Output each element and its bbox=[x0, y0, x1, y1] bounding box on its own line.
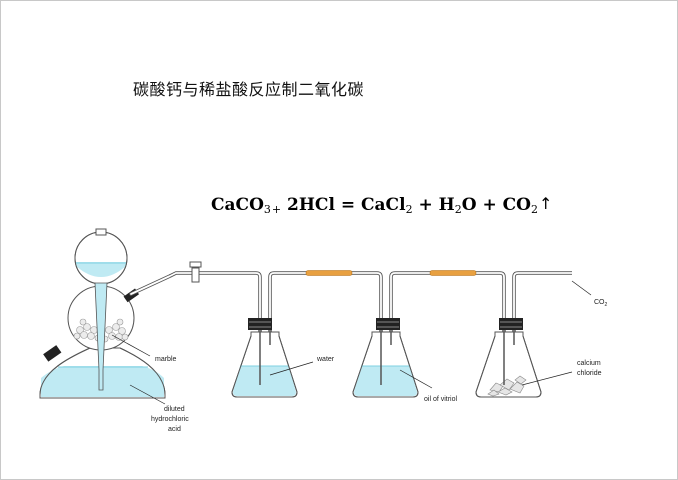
flask-vitriol bbox=[352, 318, 419, 398]
label-acid-line1: diluted bbox=[164, 406, 185, 413]
label-vitriol: oil of vitriol bbox=[424, 396, 458, 403]
kipp-apparatus bbox=[39, 228, 172, 399]
leader-lines bbox=[111, 280, 592, 405]
label-co2-sub: 2 bbox=[605, 302, 608, 308]
label-co2: CO2 bbox=[594, 299, 608, 308]
label-cacl-line2: chloride bbox=[577, 370, 602, 377]
rubber-tube-2 bbox=[429, 270, 477, 276]
label-co2-base: CO bbox=[594, 299, 605, 306]
label-water: water bbox=[316, 356, 335, 363]
eq-plus2: + bbox=[418, 195, 433, 215]
label-acid-line3: acid bbox=[168, 426, 181, 433]
eq-product2-tail: O bbox=[461, 195, 477, 215]
reaction-equation: CaCO3+ 2HCl = CaCl2 + H2O + CO2↑ bbox=[211, 194, 552, 216]
stopcock bbox=[189, 261, 202, 283]
drain-stopper bbox=[43, 345, 62, 362]
eq-product2-sub: 2 bbox=[454, 203, 462, 216]
gas-arrow-icon: ↑ bbox=[538, 194, 553, 213]
eq-reactant1: CaCO bbox=[211, 195, 264, 215]
eq-reactant1-sub: 3 bbox=[263, 203, 271, 216]
eq-product2: H bbox=[438, 195, 455, 215]
flask-calcium-chloride bbox=[475, 318, 542, 398]
eq-plus3: + bbox=[482, 195, 497, 215]
eq-equals: = bbox=[340, 195, 356, 215]
calcium-chloride-granules bbox=[487, 375, 527, 397]
flask-water bbox=[231, 318, 298, 398]
label-cacl-line1: calcium bbox=[577, 360, 601, 367]
delivery-tubing bbox=[169, 261, 572, 340]
eq-product3-sub: 2 bbox=[530, 203, 538, 216]
stopper-2 bbox=[376, 318, 400, 330]
eq-product1-sub: 2 bbox=[405, 203, 413, 216]
funnel-stem bbox=[94, 282, 108, 391]
eq-product1: CaCl bbox=[361, 195, 406, 215]
stopper-3 bbox=[499, 318, 523, 330]
label-acid-line2: hydrochloric bbox=[151, 416, 189, 423]
eq-plus1: + bbox=[271, 203, 282, 216]
rubber-tube-1 bbox=[305, 270, 353, 276]
label-marble: marble bbox=[155, 356, 177, 363]
eq-product3: CO bbox=[502, 195, 531, 215]
eq-reactant2: 2HCl bbox=[287, 195, 335, 215]
diagram-title: 碳酸钙与稀盐酸反应制二氧化碳 bbox=[133, 80, 365, 99]
stopper-1 bbox=[248, 318, 272, 330]
